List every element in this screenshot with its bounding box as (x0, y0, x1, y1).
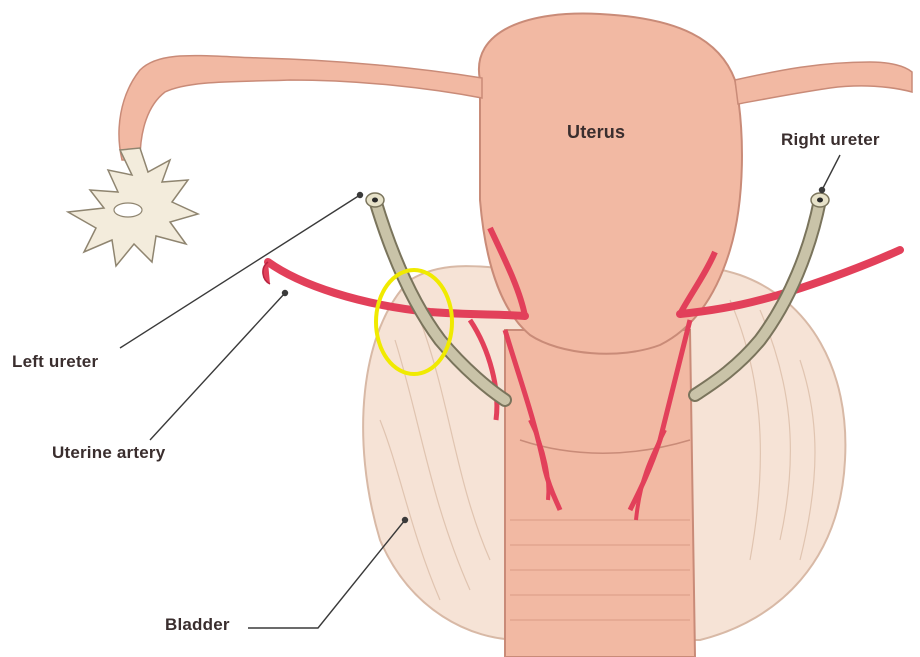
leader-left-ureter-dot (358, 193, 363, 198)
uterus-label: Uterus (567, 122, 625, 143)
leader-uterine-artery-dot (283, 291, 288, 296)
leader-right-ureter (822, 155, 840, 190)
uterine-artery-label: Uterine artery (52, 443, 165, 463)
leader-bladder-dot (403, 518, 408, 523)
bladder-label: Bladder (165, 615, 230, 635)
uterus-shape (119, 14, 912, 354)
left-ureter-label: Left ureter (12, 352, 98, 372)
ovary-fimbriae (68, 148, 198, 266)
leader-uterine-artery (150, 293, 285, 440)
vagina-shape (505, 330, 695, 657)
right-ureter-label: Right ureter (781, 130, 880, 150)
leader-right-ureter-dot (820, 188, 825, 193)
